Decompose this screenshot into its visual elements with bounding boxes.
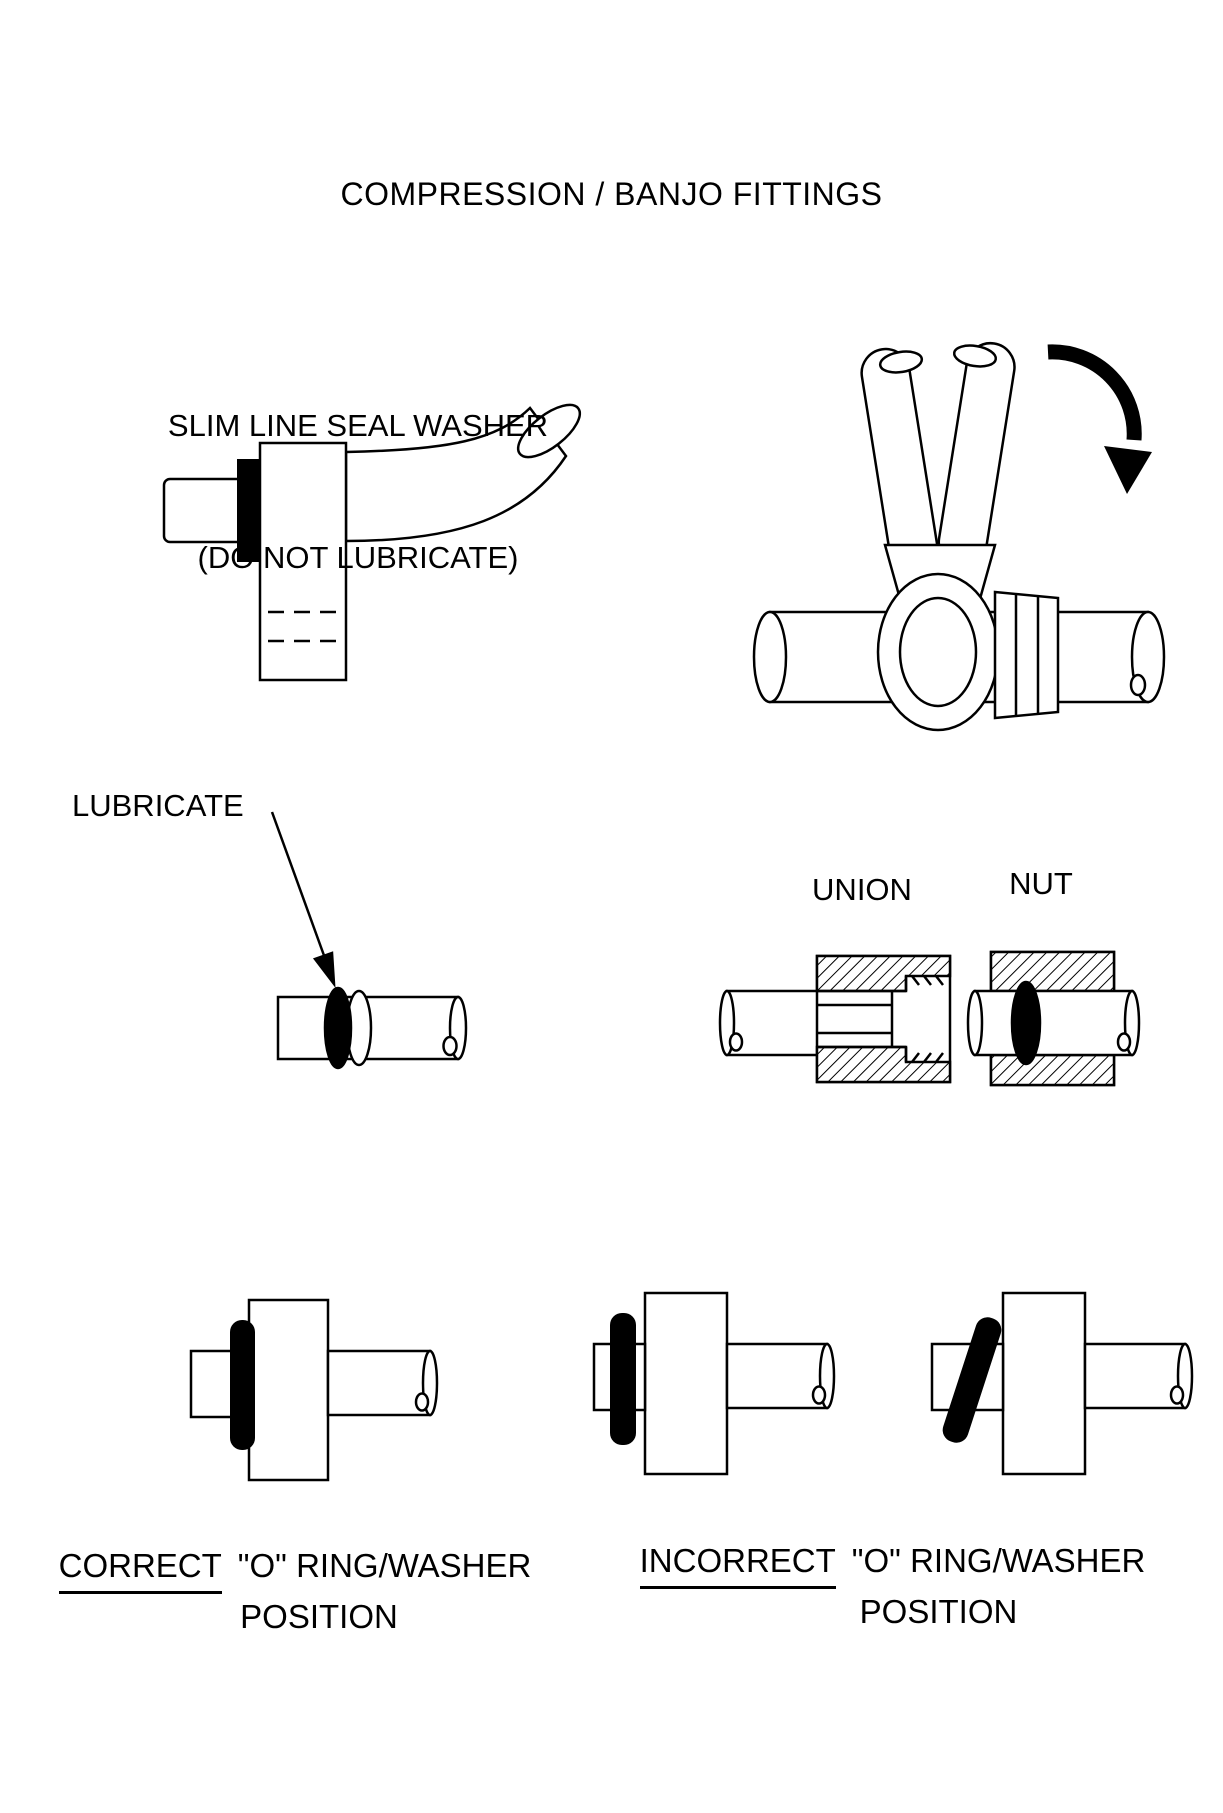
incorrect-caption-line1: INCORRECT "O" RING/WASHER xyxy=(625,1538,1160,1589)
correct-caption: CORRECT "O" RING/WASHER POSITION xyxy=(50,1543,540,1641)
slim-line-washer-figure xyxy=(162,403,582,682)
incorrect-keyword: INCORRECT xyxy=(639,1538,836,1589)
incorrect-text: "O" RING/WASHER xyxy=(851,1542,1146,1579)
correct-text: "O" RING/WASHER xyxy=(237,1547,532,1584)
lubricate-figure xyxy=(270,811,468,1070)
o-ring-shape xyxy=(1010,980,1042,1066)
o-ring-shape xyxy=(942,1317,1002,1443)
banjo-fitting-figure xyxy=(752,341,1166,732)
seal-washer-shape xyxy=(237,459,261,562)
rotate-arrow-icon xyxy=(1047,344,1142,441)
union-figure xyxy=(718,954,952,1084)
union-label: UNION xyxy=(812,872,912,907)
lubricate-label: LUBRICATE xyxy=(72,788,244,823)
leader-line xyxy=(270,811,328,962)
o-ring-shape xyxy=(610,1313,636,1445)
slim-line-washer-label: SLIM LINE SEAL WASHER (DO NOT LUBRICATE) xyxy=(138,316,578,668)
slim-line-washer-label-line2: (DO NOT LUBRICATE) xyxy=(197,540,519,576)
o-ring-shape xyxy=(323,986,353,1070)
nut-figure xyxy=(966,950,1141,1087)
leader-arrowhead-icon xyxy=(312,951,336,989)
correct-caption-line2: POSITION xyxy=(240,1597,398,1635)
page-title: COMPRESSION / BANJO FITTINGS xyxy=(340,176,883,212)
oring-incorrect-tilted-figure xyxy=(930,1291,1194,1476)
oring-correct-figure xyxy=(189,1298,439,1482)
slim-line-washer-label-line1: SLIM LINE SEAL WASHER xyxy=(167,408,549,444)
correct-keyword: CORRECT xyxy=(58,1543,222,1594)
o-ring-shape xyxy=(230,1320,255,1450)
incorrect-caption: INCORRECT "O" RING/WASHER POSITION xyxy=(625,1538,1160,1636)
incorrect-caption-line2: POSITION xyxy=(859,1592,1018,1630)
oring-incorrect-gap-figure xyxy=(592,1291,836,1476)
correct-caption-line1: CORRECT "O" RING/WASHER xyxy=(50,1543,540,1594)
rotate-arrowhead-icon xyxy=(1104,446,1152,494)
nut-label: NUT xyxy=(1009,866,1073,901)
